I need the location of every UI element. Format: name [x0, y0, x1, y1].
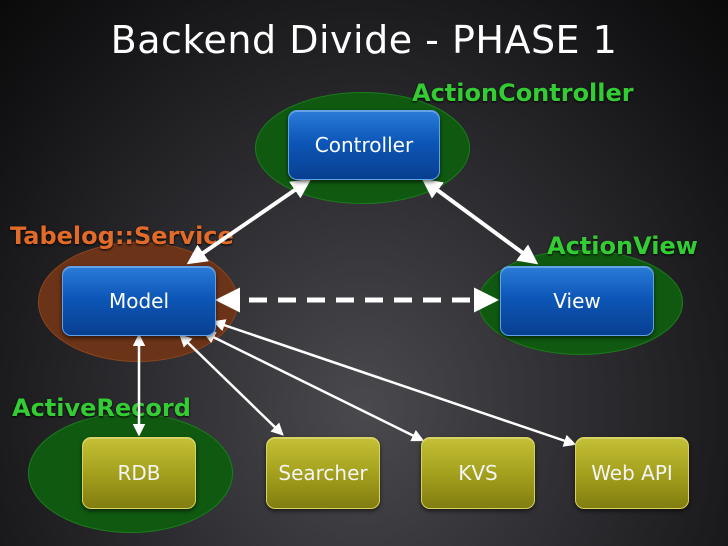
kvs-node: KVS [421, 437, 535, 509]
rdb-node: RDB [82, 437, 196, 509]
model-searcher-arrow [179, 334, 284, 436]
view-node: View [500, 266, 654, 336]
action-view-label: ActionView [547, 232, 698, 260]
action-controller-label: ActionController [412, 79, 634, 107]
controller-node: Controller [288, 110, 440, 180]
active-record-label: ActiveRecord [12, 394, 191, 422]
web-api-node: Web API [575, 437, 689, 509]
model-node: Model [62, 266, 216, 336]
model-webapi-arrow [212, 319, 577, 447]
controller-view-arrow [421, 178, 539, 265]
model-kvs-arrow [202, 331, 425, 442]
controller-model-arrow [186, 178, 312, 265]
slide-title: Backend Divide - PHASE 1 [110, 18, 618, 62]
searcher-node: Searcher [266, 437, 380, 509]
